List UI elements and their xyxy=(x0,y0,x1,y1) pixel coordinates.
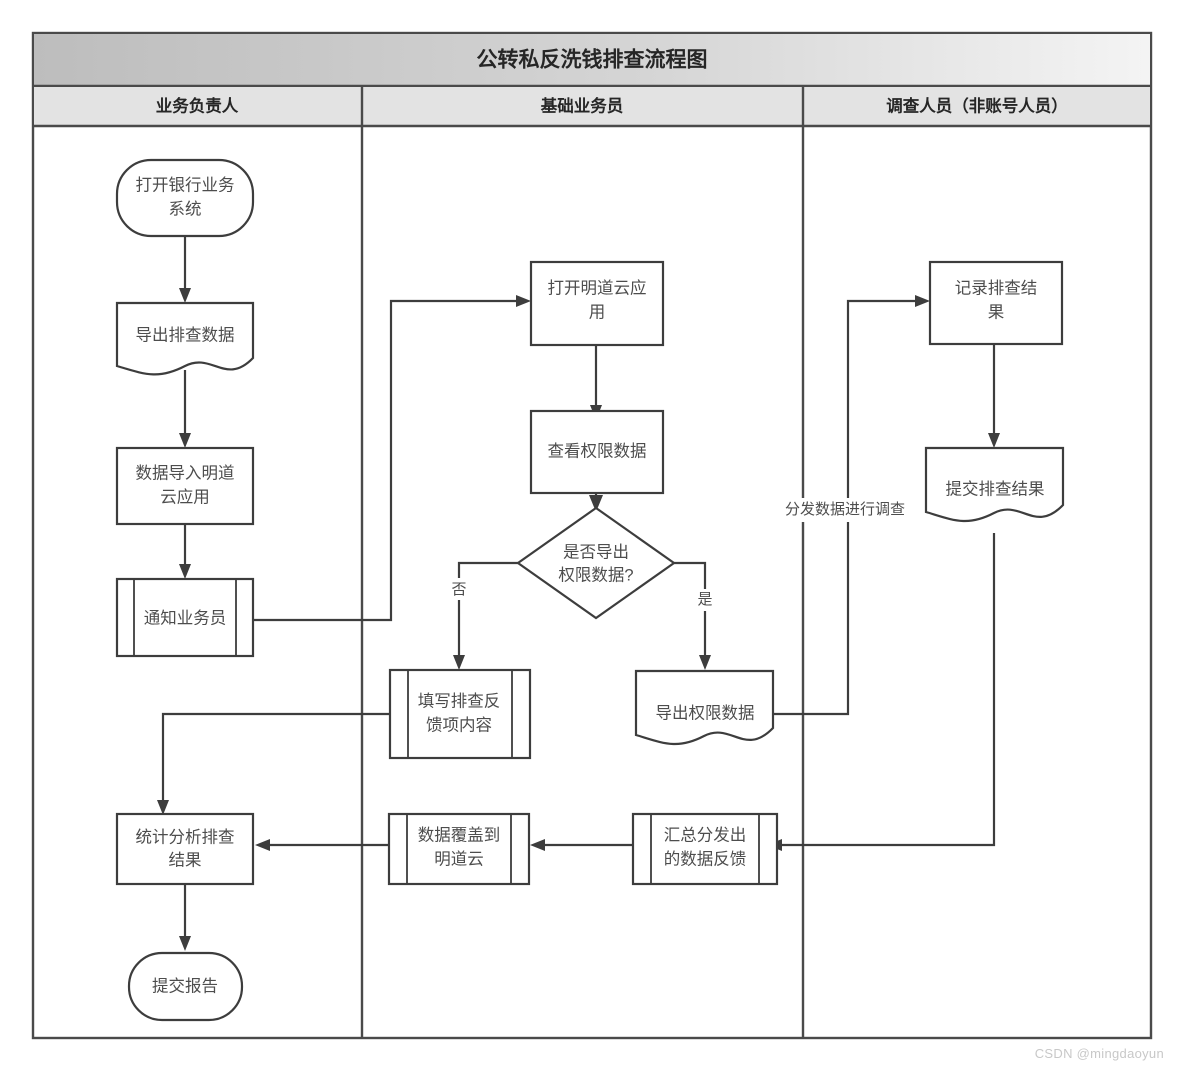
node-label-line1: 提交报告 xyxy=(152,976,218,995)
arrowhead-n11-n14 xyxy=(915,295,930,307)
arrowhead-n8-n9 xyxy=(589,495,603,512)
node-record-screening-result[interactable]: 记录排查结 果 xyxy=(928,260,1064,346)
edge-labels: 否 是 分发数据进行调查 xyxy=(446,498,910,611)
title-band xyxy=(34,34,1150,86)
arrowhead-n2-n3 xyxy=(179,433,191,448)
node-label-line1: 导出权限数据 xyxy=(656,703,755,722)
node-shape-process xyxy=(529,409,665,495)
node-label-line2: 馈项内容 xyxy=(426,715,492,734)
watermark-text: CSDN @mingdaoyun xyxy=(1034,1046,1164,1061)
node-label-line1: 数据导入明道 xyxy=(136,463,235,482)
arrowhead-n3-n4 xyxy=(179,564,191,579)
node-label-line1: 打开明道云应 xyxy=(548,278,647,297)
arrowhead-n14-n15 xyxy=(988,433,1000,448)
connector-n9-n11 xyxy=(674,561,707,660)
node-shape-process xyxy=(928,260,1064,346)
node-label-line1: 数据覆盖到 xyxy=(418,825,501,844)
node-submit-screening-result[interactable]: 提交排查结果 xyxy=(924,446,1065,523)
edge-label-dispatch: 分发数据进行调查 xyxy=(785,501,905,518)
node-label-line1: 查看权限数据 xyxy=(548,441,647,460)
node-overwrite-to-mingdao[interactable]: 数据覆盖到 明道云 xyxy=(387,812,531,886)
node-analyze-results[interactable]: 统计分析排查 结果 xyxy=(115,812,255,886)
edge-label-no: 否 xyxy=(451,581,466,598)
connector-n4-n7 xyxy=(253,299,521,622)
node-shape-process xyxy=(529,260,665,347)
connector-n15-n13 xyxy=(777,533,996,847)
node-shape-predefined xyxy=(115,577,255,658)
node-import-data-mingdao[interactable]: 数据导入明道 云应用 xyxy=(115,446,255,526)
node-fill-feedback-items[interactable]: 填写排查反 馈项内容 xyxy=(388,668,532,760)
node-label-line2: 系统 xyxy=(169,199,202,218)
node-shape-process xyxy=(115,812,255,886)
node-shape-document xyxy=(115,301,255,376)
connector-n10-n5 xyxy=(161,712,390,805)
arrowhead-n1-n2 xyxy=(179,288,191,303)
diagram-border xyxy=(31,31,1153,1040)
node-label-line1: 统计分析排查 xyxy=(136,827,235,846)
node-label-line2: 明道云 xyxy=(434,849,484,868)
edge-label-yes-bg xyxy=(692,589,718,611)
node-label-line1: 导出排查数据 xyxy=(136,325,235,344)
node-shape-process xyxy=(115,446,255,526)
arrowhead-n9-n11 xyxy=(699,655,711,670)
node-label-line2: 权限数据? xyxy=(558,565,633,584)
node-shape-predefined xyxy=(388,668,532,760)
swimlane-frame: 公转私反洗钱排查流程图 业务负责人 基础业务员 调查人员（非账号人员） xyxy=(31,31,1153,1040)
node-open-mingdao-app[interactable]: 打开明道云应 用 xyxy=(529,260,665,347)
node-label-line1: 记录排查结 xyxy=(955,278,1038,297)
node-shape-document xyxy=(634,669,775,746)
connector-n9-n10 xyxy=(457,561,518,660)
lane-header-1: 业务负责人 xyxy=(156,95,239,115)
edge-label-no-bg xyxy=(446,578,472,600)
edge-label-yes: 是 xyxy=(697,591,712,608)
node-label-line1: 打开银行业务 xyxy=(136,175,235,194)
node-shape-terminator xyxy=(127,951,244,1022)
node-label-line2: 用 xyxy=(589,303,606,321)
node-label-line1: 通知业务员 xyxy=(144,608,227,627)
lane-header-2: 基础业务员 xyxy=(541,95,624,115)
node-view-permission-data[interactable]: 查看权限数据 xyxy=(529,409,665,495)
node-shape-predefined xyxy=(631,812,779,886)
edge-label-dispatch-bg xyxy=(780,498,910,522)
arrowhead-n10-n5 xyxy=(157,800,169,815)
node-notify-clerk[interactable]: 通知业务员 xyxy=(115,577,255,658)
node-export-permission-data[interactable]: 导出权限数据 xyxy=(634,669,775,746)
arrowhead-n12-n5 xyxy=(255,839,270,851)
node-label-line2: 结果 xyxy=(169,850,202,869)
node-label-line2: 云应用 xyxy=(160,487,210,506)
lane-header-3: 调查人员（非账号人员） xyxy=(886,95,1068,115)
node-shape-predefined xyxy=(387,812,531,886)
node-export-screening-data[interactable]: 导出排查数据 xyxy=(115,301,255,376)
node-submit-report[interactable]: 提交报告 xyxy=(127,951,244,1022)
arrowhead-n5-n6 xyxy=(179,936,191,951)
node-decision-export-permission[interactable]: 是否导出 权限数据? xyxy=(516,506,676,620)
node-shape-document xyxy=(924,446,1065,523)
node-label-line2: 果 xyxy=(988,303,1005,321)
page-title: 公转私反洗钱排查流程图 xyxy=(477,48,708,72)
node-label-line1: 提交排查结果 xyxy=(946,479,1045,498)
node-shape-decision xyxy=(516,506,676,620)
arrowhead-n4-n7 xyxy=(516,295,531,307)
lane-header-band xyxy=(34,87,1150,126)
node-label-line2: 的数据反馈 xyxy=(664,849,747,868)
arrowhead-n9-n10 xyxy=(453,655,465,670)
node-shape-terminator xyxy=(115,158,255,238)
node-label-line1: 填写排查反 xyxy=(418,691,501,710)
node-label-line1: 是否导出 xyxy=(563,542,629,561)
node-open-bank-system[interactable]: 打开银行业务 系统 xyxy=(115,158,255,238)
arrowhead-n13-n12 xyxy=(530,839,545,851)
node-label-line1: 汇总分发出 xyxy=(664,825,747,844)
node-aggregate-feedback[interactable]: 汇总分发出 的数据反馈 xyxy=(631,812,779,886)
